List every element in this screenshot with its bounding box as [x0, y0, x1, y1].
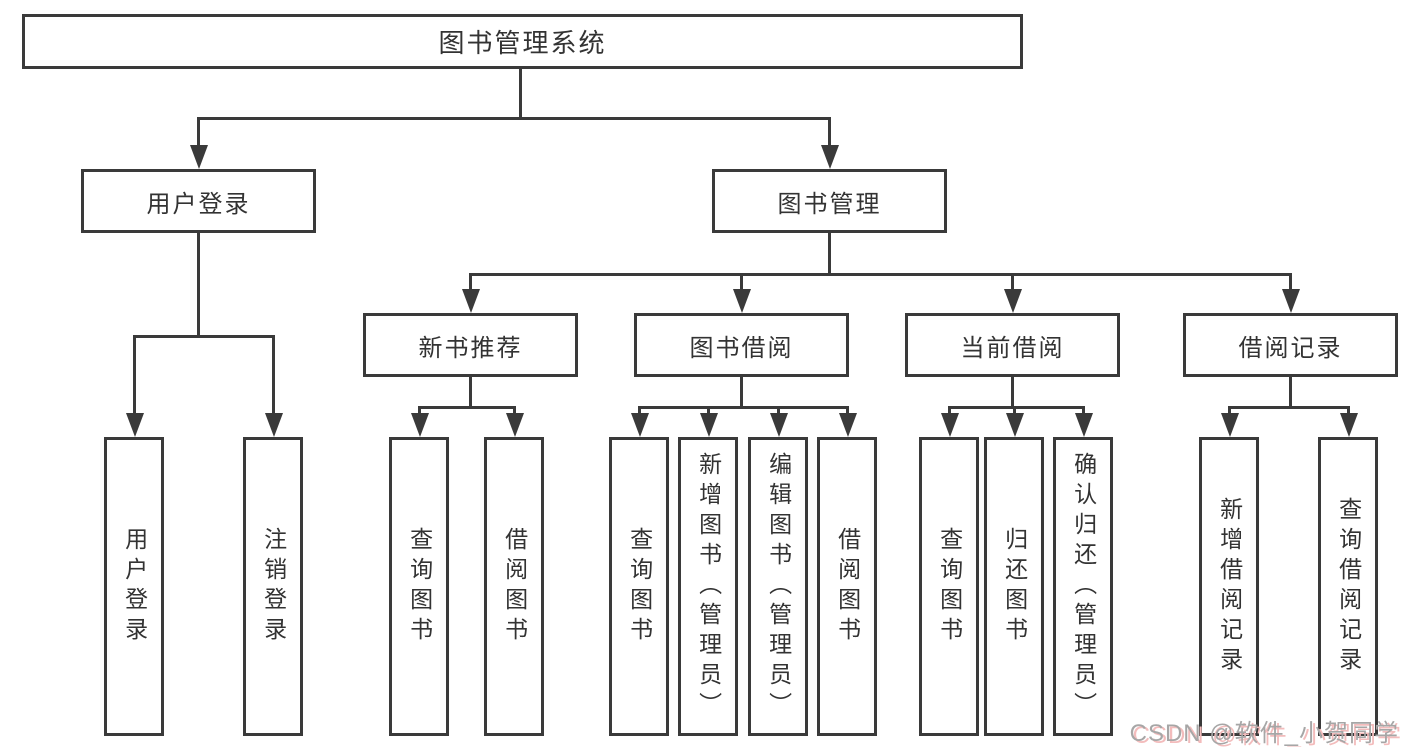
connector-new-book-split	[418, 406, 516, 409]
arrow-to-leaf-logout	[264, 335, 283, 437]
connector-current-split	[948, 406, 1085, 409]
leaf-logout-label: 注销登录	[260, 526, 287, 647]
node-current-borrowing: 当前借阅	[905, 313, 1120, 377]
node-book-management: 图书管理	[712, 169, 947, 233]
leaf-borrowing-add-books-admin-label: 新增图书（管理员）	[695, 451, 722, 722]
leaf-records-add-record: 新增借阅记录	[1199, 437, 1259, 736]
leaf-logout: 注销登录	[243, 437, 303, 736]
node-book-management-label: 图书管理	[777, 190, 882, 218]
node-book-borrowing: 图书借阅	[634, 313, 849, 377]
connector-records-split	[1228, 406, 1349, 409]
arrow-to-leaf-user-login	[125, 335, 144, 437]
arrow-to-current-query	[940, 406, 959, 437]
node-current-borrowing-label: 当前借阅	[960, 334, 1065, 362]
node-book-borrowing-label: 图书借阅	[689, 334, 794, 362]
leaf-newbook-borrow-books-label: 借阅图书	[501, 526, 528, 647]
leaf-newbook-borrow-books: 借阅图书	[484, 437, 544, 736]
leaf-current-return-books-label: 归还图书	[1001, 526, 1028, 647]
connector-user-login-stem	[197, 233, 200, 338]
connector-new-book-stem	[469, 377, 472, 409]
arrow-to-current-borrowing	[1003, 273, 1022, 313]
arrow-to-records-add	[1220, 406, 1239, 437]
watermark: CSDN @软件_小贺同学	[1129, 720, 1399, 747]
connector-root-stem	[519, 69, 522, 117]
arrow-to-borrowing-add	[699, 406, 718, 437]
arrow-to-new-book-recommendation	[461, 273, 480, 313]
arrow-to-book-management	[820, 117, 839, 169]
leaf-borrowing-add-books-admin: 新增图书（管理员）	[678, 437, 738, 736]
node-borrowing-records: 借阅记录	[1183, 313, 1398, 377]
leaf-borrowing-edit-books-admin: 编辑图书（管理员）	[748, 437, 808, 736]
leaf-user-login-label: 用户登录	[121, 526, 148, 647]
leaf-borrowing-edit-books-admin-label: 编辑图书（管理员）	[765, 451, 792, 722]
leaf-borrowing-borrow-books-label: 借阅图书	[834, 526, 861, 647]
arrow-to-current-confirm	[1074, 406, 1093, 437]
node-user-login-label: 用户登录	[146, 190, 251, 218]
leaf-records-query-record: 查询借阅记录	[1318, 437, 1378, 736]
leaf-current-return-books: 归还图书	[984, 437, 1044, 736]
node-new-book-recommendation-label: 新书推荐	[418, 334, 523, 362]
arrow-to-borrowing-records	[1281, 273, 1300, 313]
leaf-newbook-query-books-label: 查询图书	[406, 526, 433, 647]
leaf-current-confirm-return-admin-label: 确认归还（管理员）	[1070, 451, 1097, 722]
arrow-to-borrowing-borrow	[838, 406, 857, 437]
leaf-borrowing-query-books-label: 查询图书	[626, 526, 653, 647]
leaf-current-query-books: 查询图书	[919, 437, 979, 736]
leaf-borrowing-query-books: 查询图书	[609, 437, 669, 736]
leaf-borrowing-borrow-books: 借阅图书	[817, 437, 877, 736]
arrow-to-records-query	[1339, 406, 1358, 437]
arrow-to-newbook-query	[410, 406, 429, 437]
node-borrowing-records-label: 借阅记录	[1238, 334, 1343, 362]
node-library-management-system: 图书管理系统	[22, 14, 1023, 69]
connector-book-management-split	[469, 273, 1292, 276]
leaf-records-query-record-label: 查询借阅记录	[1335, 496, 1362, 677]
connector-records-stem	[1289, 377, 1292, 409]
arrow-to-current-return	[1005, 406, 1024, 437]
arrow-to-borrowing-query	[630, 406, 649, 437]
leaf-user-login: 用户登录	[104, 437, 164, 736]
connector-borrowing-split	[638, 406, 849, 409]
leaf-current-confirm-return-admin: 确认归还（管理员）	[1053, 437, 1113, 736]
connector-borrowing-stem	[740, 377, 743, 409]
arrow-to-newbook-borrow	[505, 406, 524, 437]
connector-current-stem	[1011, 377, 1014, 409]
arrow-to-user-login	[189, 117, 208, 169]
leaf-current-query-books-label: 查询图书	[936, 526, 963, 647]
connector-book-management-stem	[828, 233, 831, 276]
node-new-book-recommendation: 新书推荐	[363, 313, 578, 377]
connector-root-split	[197, 117, 831, 120]
node-user-login: 用户登录	[81, 169, 316, 233]
node-library-management-system-label: 图书管理系统	[438, 28, 607, 58]
arrow-to-book-borrowing	[732, 273, 751, 313]
connector-user-login-split	[133, 335, 275, 338]
leaf-newbook-query-books: 查询图书	[389, 437, 449, 736]
arrow-to-borrowing-edit	[769, 406, 788, 437]
leaf-records-add-record-label: 新增借阅记录	[1216, 496, 1243, 677]
